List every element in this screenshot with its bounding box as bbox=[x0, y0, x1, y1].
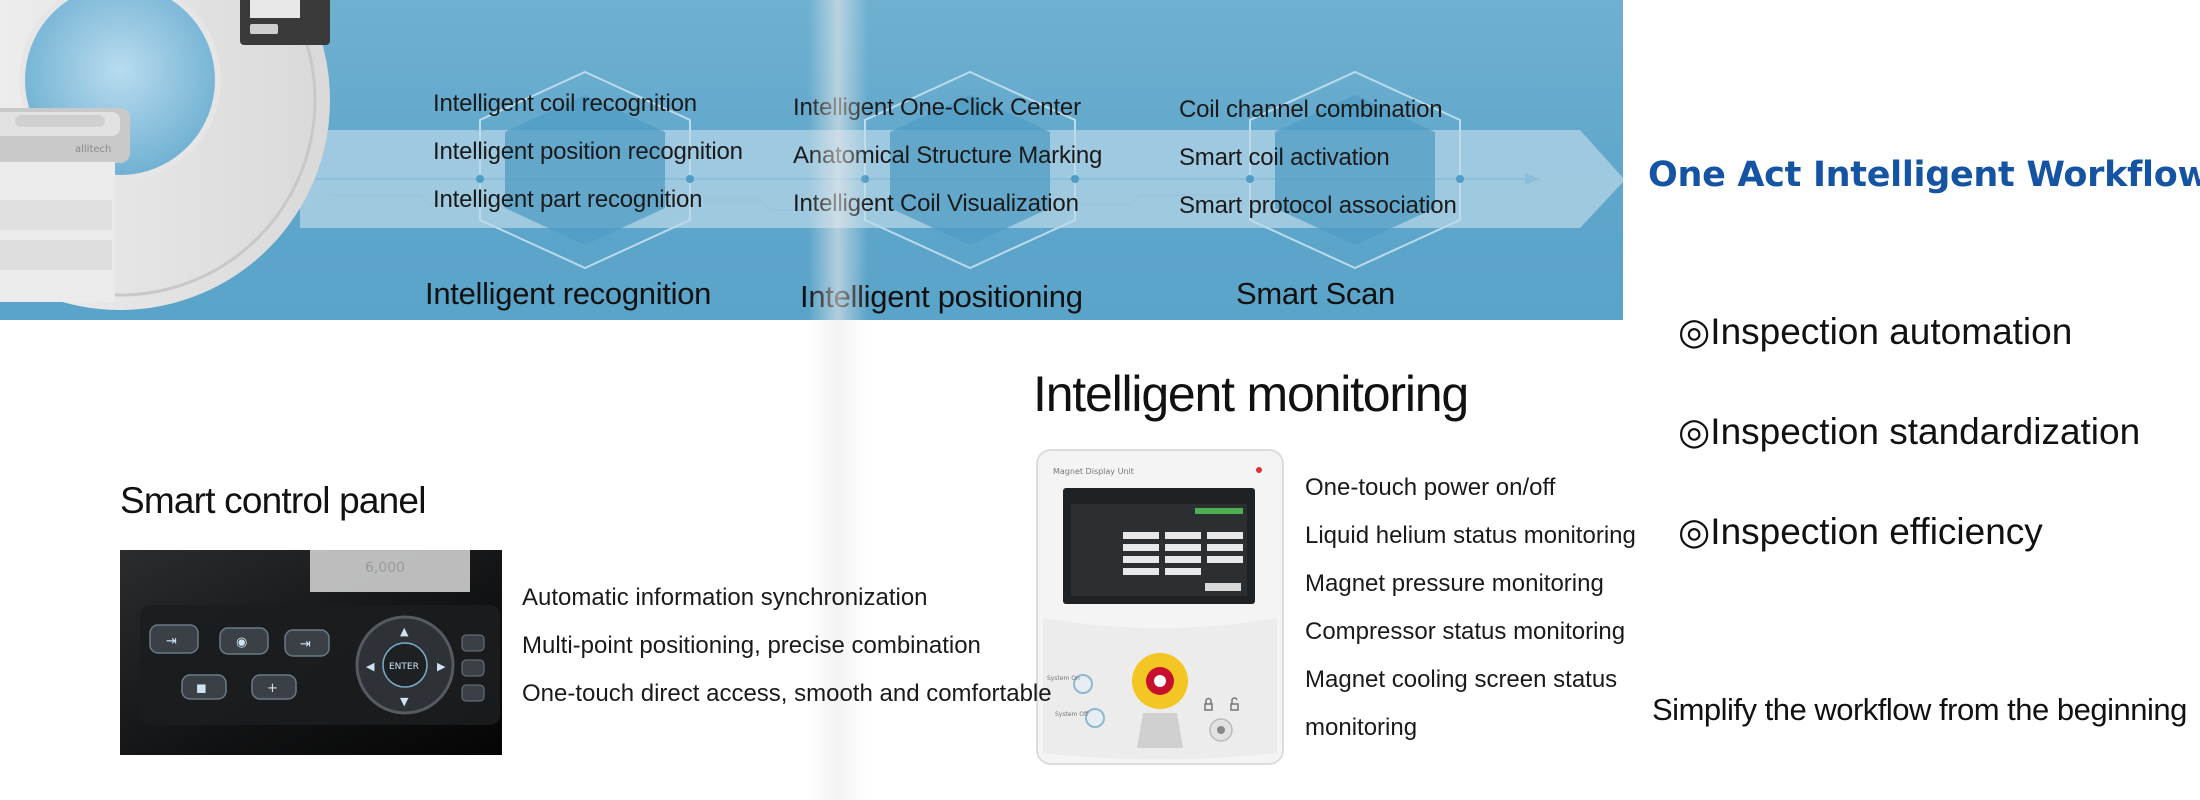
step3-item-3: Smart protocol association bbox=[1179, 192, 1457, 219]
control-panel-item-3: One-touch direct access, smooth and comf… bbox=[522, 680, 1052, 707]
system-on-label: System On bbox=[1047, 675, 1080, 682]
mri-brand-text: allitech bbox=[75, 144, 111, 155]
control-panel-illustration: 6,000 ⇥ ◉ ⇥ ◼ + ENTER ▲ ▼ ◀ ▶ bbox=[120, 550, 502, 755]
svg-text:▼: ▼ bbox=[400, 695, 409, 708]
hexagon-step-1 bbox=[479, 70, 691, 270]
svg-text:◉: ◉ bbox=[236, 635, 247, 650]
panel-enter-label: ENTER bbox=[389, 662, 419, 672]
feature-automation: ◎Inspection automation bbox=[1678, 311, 2073, 352]
control-panel-heading: Smart control panel bbox=[120, 480, 426, 521]
svg-text:+: + bbox=[267, 681, 278, 696]
control-panel-item-2: Multi-point positioning, precise combina… bbox=[522, 632, 981, 659]
system-off-button bbox=[1085, 708, 1105, 728]
step1-item-1: Intelligent coil recognition bbox=[433, 90, 697, 117]
magnet-display-unit-image: Magnet Display Unit System On System Off bbox=[1036, 449, 1284, 765]
step1-item-2: Intelligent position recognition bbox=[433, 138, 743, 165]
system-on-button bbox=[1073, 674, 1093, 694]
svg-text:▶: ▶ bbox=[437, 660, 446, 673]
monitoring-item-6: monitoring bbox=[1305, 714, 1418, 741]
control-panel-photo: 6,000 ⇥ ◉ ⇥ ◼ + ENTER ▲ ▼ ◀ ▶ bbox=[120, 550, 502, 755]
monitoring-item-5: Magnet cooling screen status bbox=[1305, 666, 1618, 693]
svg-text:▲: ▲ bbox=[400, 625, 409, 638]
step3-item-1: Coil channel combination bbox=[1179, 96, 1443, 123]
control-panel-item-1: Automatic information synchronization bbox=[522, 584, 928, 611]
monitoring-item-4: Compressor status monitoring bbox=[1305, 618, 1626, 645]
workflow-tagline: Simplify the workflow from the beginning bbox=[1652, 692, 2187, 727]
step3-item-2: Smart coil activation bbox=[1179, 144, 1390, 171]
monitoring-item-3: Magnet pressure monitoring bbox=[1305, 570, 1604, 597]
feature-efficiency: ◎Inspection efficiency bbox=[1678, 511, 2043, 552]
banner-axis-arrowhead bbox=[1525, 173, 1540, 185]
monitoring-heading: Intelligent monitoring bbox=[1033, 366, 1469, 422]
mri-scanner-image: allitech bbox=[0, 0, 330, 310]
monitoring-item-1: One-touch power on/off bbox=[1305, 474, 1556, 501]
svg-text:⇥: ⇥ bbox=[300, 637, 311, 652]
step1-item-3: Intelligent part recognition bbox=[433, 186, 703, 213]
monitoring-item-2: Liquid helium status monitoring bbox=[1305, 522, 1636, 549]
step1-title: Intelligent recognition bbox=[425, 276, 712, 311]
svg-text:⇥: ⇥ bbox=[166, 634, 177, 649]
hexagon-fill-2 bbox=[890, 95, 1050, 245]
section-divider bbox=[808, 0, 868, 800]
svg-text:◀: ◀ bbox=[366, 660, 375, 673]
hexagon-fill-1 bbox=[505, 95, 665, 245]
step3-title: Smart Scan bbox=[1236, 276, 1395, 311]
workflow-arrow-band bbox=[300, 70, 1623, 270]
system-off-label: System Off bbox=[1055, 711, 1089, 718]
feature-standardization: ◎Inspection standardization bbox=[1678, 411, 2141, 452]
hexagon-step-3 bbox=[1249, 70, 1461, 270]
workflow-title: One Act Intelligent Workflow bbox=[1648, 155, 2200, 195]
mdu-label: Magnet Display Unit bbox=[1053, 467, 1134, 476]
hexagon-fill-3 bbox=[1275, 95, 1435, 245]
svg-text:◼: ◼ bbox=[196, 681, 207, 696]
panel-readout: 6,000 bbox=[365, 560, 405, 576]
